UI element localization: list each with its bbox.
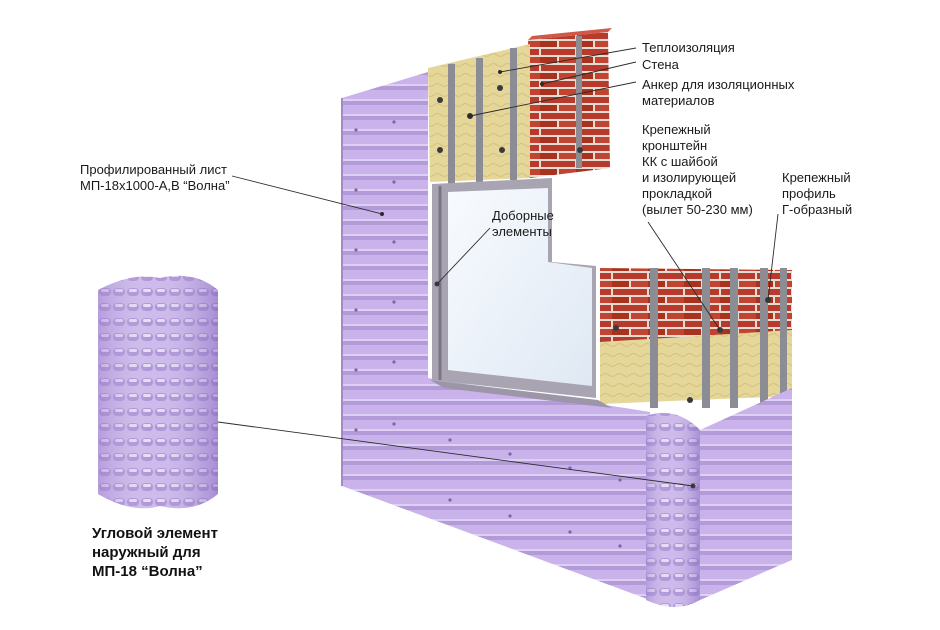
insulation-lower xyxy=(600,330,792,404)
label-profile: Крепежный профиль Г-образный xyxy=(782,170,853,217)
rails-lower xyxy=(650,268,787,408)
leader-points xyxy=(380,70,544,216)
label-trim-elements: Доборные элементы xyxy=(492,208,554,239)
label-corner-element: Угловой элемент наружный для МП-18 “Волн… xyxy=(92,525,218,580)
window-glass xyxy=(448,188,592,386)
label-profiled-sheet: Профилированный лист МП-18х1000-А,В “Вол… xyxy=(80,162,230,193)
brick-wall-lower xyxy=(600,268,792,342)
rails-upper xyxy=(448,36,582,184)
label-bracket: Крепежный кронштейн КК с шайбой и изолир… xyxy=(642,122,753,217)
profiled-sheet-main xyxy=(342,72,650,600)
brick-wall-upper xyxy=(528,32,610,178)
leader-lines xyxy=(217,47,779,487)
label-insulation: Теплоизоляция xyxy=(642,40,735,55)
label-wall: Стена xyxy=(642,57,679,72)
label-anchor: Анкер для изоляционных материалов xyxy=(642,77,795,108)
profiled-sheet-right xyxy=(700,388,792,600)
corner-element-sample xyxy=(98,275,218,509)
window-sill xyxy=(430,380,612,408)
fastener-dots xyxy=(354,120,622,548)
